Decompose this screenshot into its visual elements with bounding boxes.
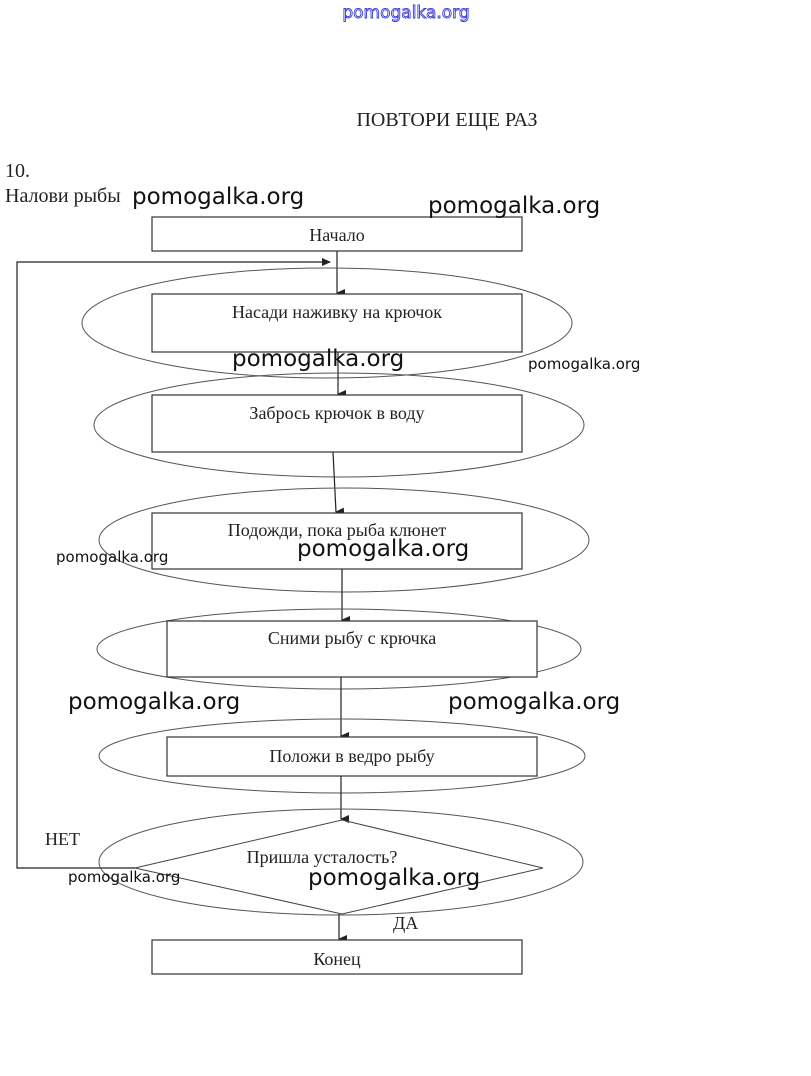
watermark: pomogalka.org — [68, 689, 240, 715]
decision-ellipse — [98, 808, 584, 916]
watermark: pomogalka.org — [297, 536, 469, 562]
watermark: pomogalka.org — [528, 355, 640, 373]
start-block: Начало — [151, 216, 523, 252]
decision-label: Пришла усталость? — [247, 847, 398, 867]
watermark: pomogalka.org — [56, 548, 168, 566]
step-1-ellipse — [81, 267, 573, 379]
step-3-label: Подожди, пока рыба клюнет — [228, 520, 447, 540]
task-number: 10. — [5, 160, 30, 182]
step-4-block: Сними рыбу с крючка — [96, 608, 582, 690]
step-3-block: Подожди, пока рыба клюнет — [98, 487, 590, 593]
step-5-ellipse — [98, 718, 586, 794]
end-label: Конец — [313, 949, 361, 969]
step-2-ellipse — [93, 372, 585, 478]
watermark: pomogalka.org — [232, 346, 404, 372]
decision-block: Пришла усталость? — [98, 808, 584, 916]
step-3-ellipse — [98, 487, 590, 593]
decision-diamond — [134, 819, 544, 915]
end-block: Конец — [151, 939, 523, 975]
step-5-block: Положи в ведро рыбу — [98, 718, 586, 794]
page-heading: ПОВТОРИ ЕЩЕ РАЗ — [356, 109, 537, 131]
step-5-label: Положи в ведро рыбу — [269, 746, 434, 766]
step-1-label: Насади наживку на крючок — [232, 302, 442, 322]
loop-back-arrow — [16, 258, 331, 869]
watermark: pomogalka.org — [308, 865, 480, 891]
start-label: Начало — [309, 225, 364, 245]
step-4-label: Сними рыбу с крючка — [268, 628, 436, 648]
arrow-step2-to-step3 — [332, 451, 345, 516]
step-2-label: Забрось крючок в воду — [249, 403, 424, 423]
step-1-block: Насади наживку на крючок — [81, 267, 573, 379]
watermark: pomogalka.org — [448, 689, 620, 715]
step-4-ellipse — [96, 608, 582, 690]
task-title: Налови рыбы — [5, 185, 121, 207]
watermark: pomogalka.org — [428, 193, 600, 219]
step-2-block: Забрось крючок в воду — [93, 372, 585, 478]
no-label: НЕТ — [45, 829, 80, 849]
site-watermark-top: pomogalka.org — [342, 3, 469, 23]
watermark: pomogalka.org — [132, 184, 304, 210]
watermark: pomogalka.org — [68, 868, 180, 886]
yes-label: ДА — [393, 913, 418, 933]
